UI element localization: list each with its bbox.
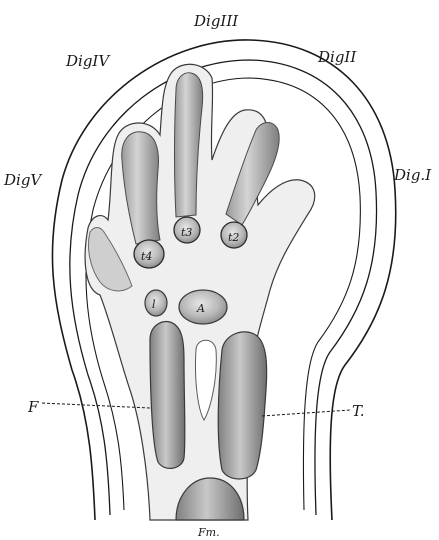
label-dig-iii: DigIII bbox=[193, 12, 239, 30]
label-t2: t2 bbox=[228, 231, 239, 244]
bone-fibula bbox=[150, 322, 185, 469]
label-dig-ii: DigII bbox=[317, 48, 357, 66]
label-l: l bbox=[152, 298, 156, 311]
label-dig-i: Dig.I bbox=[393, 166, 432, 184]
label-dig-v: DigV bbox=[3, 171, 43, 189]
label-dig-iv: DigIV bbox=[65, 52, 111, 70]
bone-tibia bbox=[218, 332, 266, 479]
leader-line-t bbox=[262, 410, 350, 416]
label-fm: Fm. bbox=[197, 526, 220, 539]
label-f: F bbox=[27, 398, 39, 416]
label-t: T. bbox=[352, 402, 365, 420]
label-t3: t3 bbox=[181, 226, 192, 239]
label-a: A bbox=[196, 302, 205, 315]
carpal-l bbox=[145, 290, 167, 316]
label-t4: t4 bbox=[141, 250, 152, 263]
